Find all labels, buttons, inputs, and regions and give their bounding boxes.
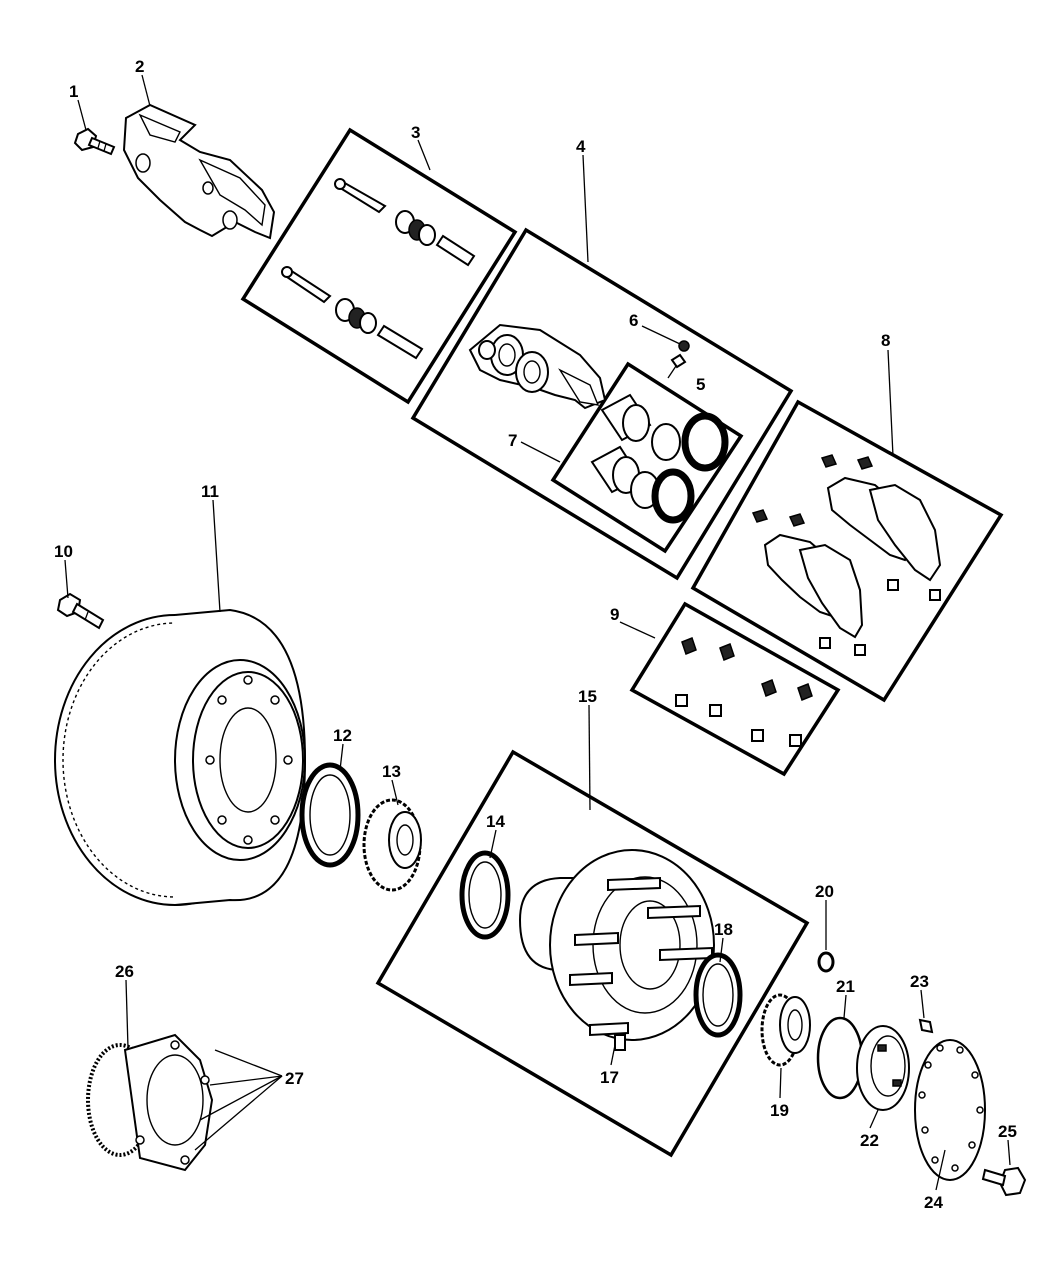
callout-14: 14: [486, 812, 505, 831]
leader-lines: [64, 74, 1011, 1191]
brake-caliper: [468, 323, 607, 410]
bleeder-screw: [667, 353, 687, 379]
callout-17: 17: [600, 1068, 619, 1087]
kit-box-15: [375, 749, 810, 1158]
drive-flange-bolt: [981, 1166, 1027, 1197]
callout-22: 22: [860, 1131, 879, 1150]
kit-box-9: [629, 601, 841, 777]
inner-bearing-cup: [459, 850, 511, 940]
outer-bearing-cup: [299, 762, 361, 868]
callout-8: 8: [881, 331, 890, 350]
pad-hardware-clips: [675, 637, 813, 747]
hub-bearing-cone: [760, 993, 811, 1067]
callout-24: 24: [924, 1193, 943, 1212]
callout-15: 15: [578, 687, 597, 706]
callout-12: 12: [333, 726, 352, 745]
callout-2: 2: [135, 57, 144, 76]
callout-21: 21: [836, 977, 855, 996]
key: [918, 1018, 934, 1034]
caliper-bolt: [73, 127, 116, 156]
callout-18: 18: [714, 920, 733, 939]
brake-pad-set: [751, 454, 942, 656]
callout-19: 19: [770, 1101, 789, 1120]
callouts: 1 2 3 4 6 5 7 8 9 10 11 12 13 15 14 18 2…: [54, 57, 1017, 1212]
outer-bearing-cone: [362, 798, 422, 892]
brake-rotor: [54, 608, 307, 906]
callout-13: 13: [382, 762, 401, 781]
callout-1: 1: [69, 82, 78, 101]
rotor-bolt: [56, 592, 105, 630]
hub-gasket: [914, 1039, 986, 1181]
callout-7: 7: [508, 431, 517, 450]
hub-locknut: [856, 1025, 910, 1111]
callout-6: 6: [629, 311, 638, 330]
callout-11: 11: [201, 482, 219, 501]
callout-4: 4: [576, 137, 586, 156]
callout-9: 9: [610, 605, 619, 624]
callout-5: 5: [696, 375, 705, 394]
o-ring: [816, 1016, 864, 1100]
kit-box-3: [240, 127, 518, 405]
hub-bearing-cup: [693, 952, 743, 1038]
callout-26: 26: [115, 962, 134, 981]
kit-box-4: [410, 227, 794, 581]
kit-box-7: [550, 361, 744, 554]
tone-ring-adapter: [86, 1033, 214, 1172]
callout-23: 23: [910, 972, 929, 991]
washer: [817, 951, 835, 973]
slide-pin-kit: [281, 178, 476, 360]
callout-20: 20: [815, 882, 834, 901]
callout-3: 3: [411, 123, 420, 142]
callout-25: 25: [998, 1122, 1017, 1141]
bleeder-cap: [678, 340, 690, 352]
callout-27: 27: [285, 1069, 304, 1088]
kit-box-8: [690, 399, 1004, 703]
callout-10: 10: [54, 542, 73, 561]
wheel-hub: [518, 849, 715, 1051]
caliper-anchor-bracket: [122, 103, 276, 240]
piston-seal-kit: [590, 393, 729, 524]
